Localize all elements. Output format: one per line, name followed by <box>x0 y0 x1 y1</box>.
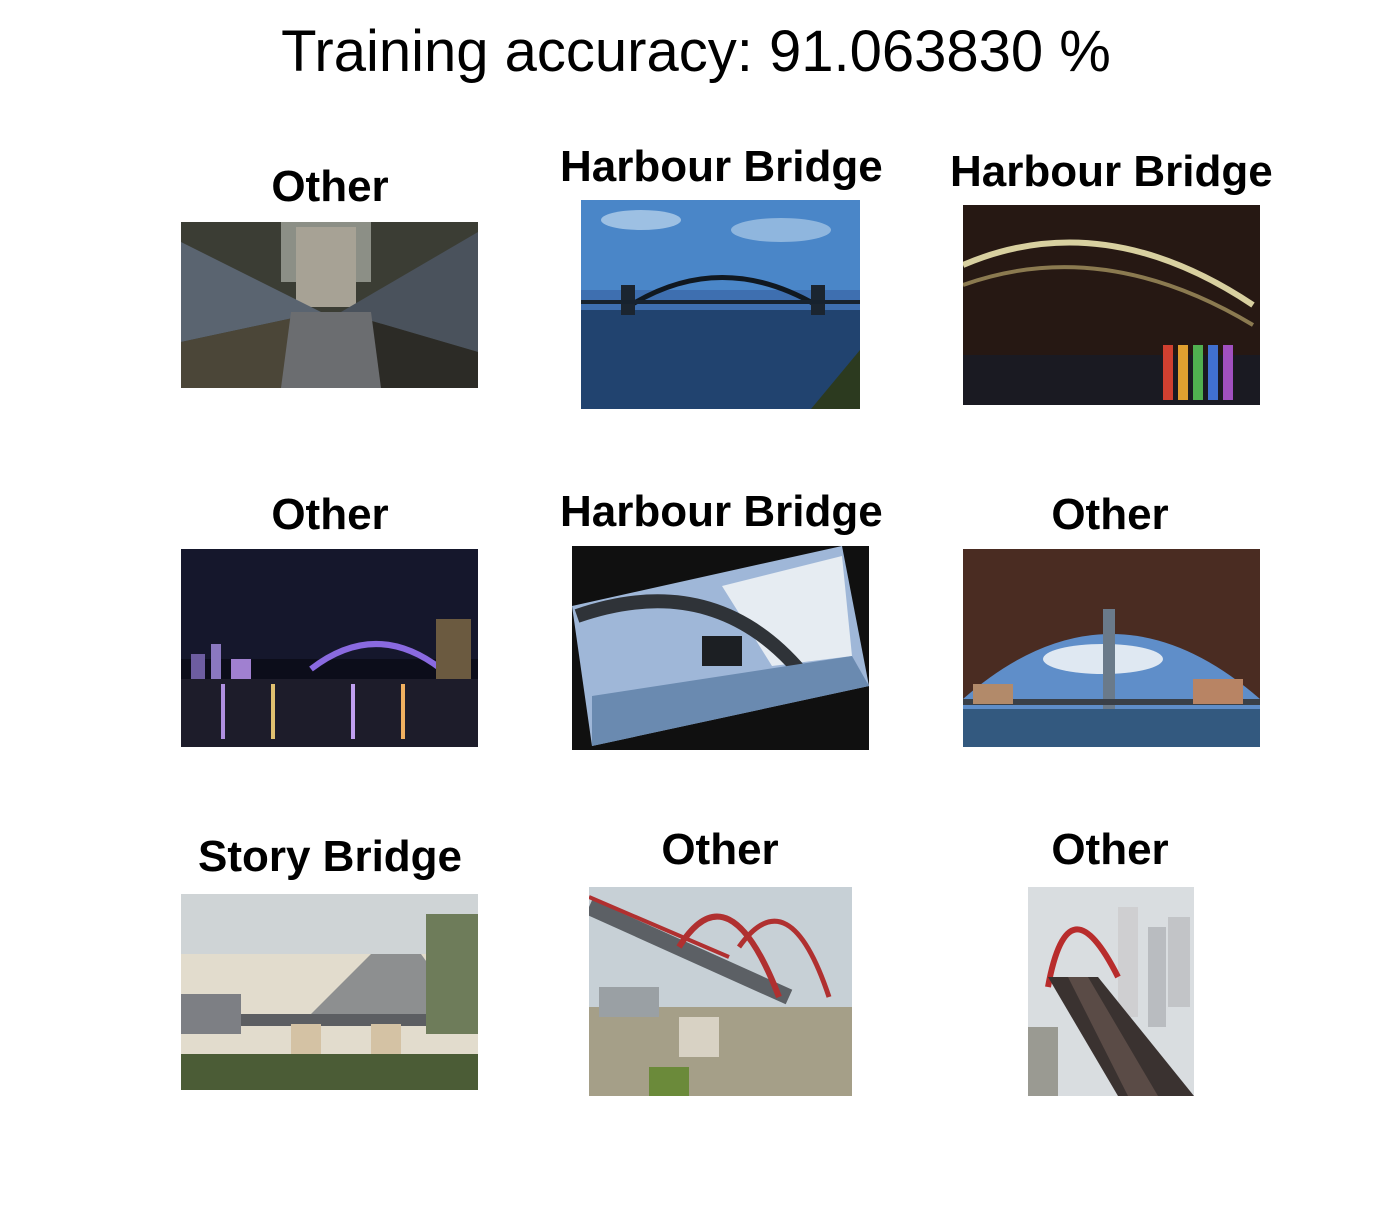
bridge-photo-harbour-bridge-night-skyline <box>181 549 478 747</box>
bridge-photo-harbour-bridge-rotated <box>572 546 869 750</box>
bridge-photo-harbour-bridge-day <box>581 200 860 409</box>
predicted-label: Harbour Bridge <box>950 147 1273 196</box>
predicted-label: Harbour Bridge <box>560 142 883 191</box>
grid-cell-6: Other <box>950 488 1270 758</box>
predicted-label: Harbour Bridge <box>560 487 883 536</box>
predicted-label: Other <box>661 825 779 874</box>
predicted-label: Other <box>271 162 389 211</box>
grid-cell-2: Harbour Bridge <box>560 140 883 420</box>
figure-title: Training accuracy: 91.063830 % <box>281 19 1111 84</box>
bridge-photo-tower-bridge-walkway <box>181 222 478 388</box>
predicted-label: Other <box>271 490 389 539</box>
grid-cell-7: Story Bridge <box>170 830 490 1100</box>
bridge-photo-bridge-through-brick-arch <box>963 549 1260 747</box>
grid-cell-9: Other <box>950 823 1270 1108</box>
predicted-label: Story Bridge <box>197 832 463 881</box>
grid-cell-4: Other <box>170 488 490 758</box>
grid-cell-5: Harbour Bridge <box>560 485 883 760</box>
bridge-photo-red-arch-bridge-crowd <box>1028 887 1194 1096</box>
grid-cell-1: Other <box>170 160 490 400</box>
predicted-label: Other <box>1051 490 1169 539</box>
bridge-photo-red-arch-bridge-river <box>589 887 852 1096</box>
bridge-photo-harbour-bridge-night-lights <box>963 205 1260 405</box>
grid-cell-3: Harbour Bridge <box>950 145 1273 415</box>
bridge-photo-story-bridge-dusk <box>181 894 478 1090</box>
grid-cell-8: Other <box>560 823 880 1108</box>
predicted-label: Other <box>1051 825 1169 874</box>
